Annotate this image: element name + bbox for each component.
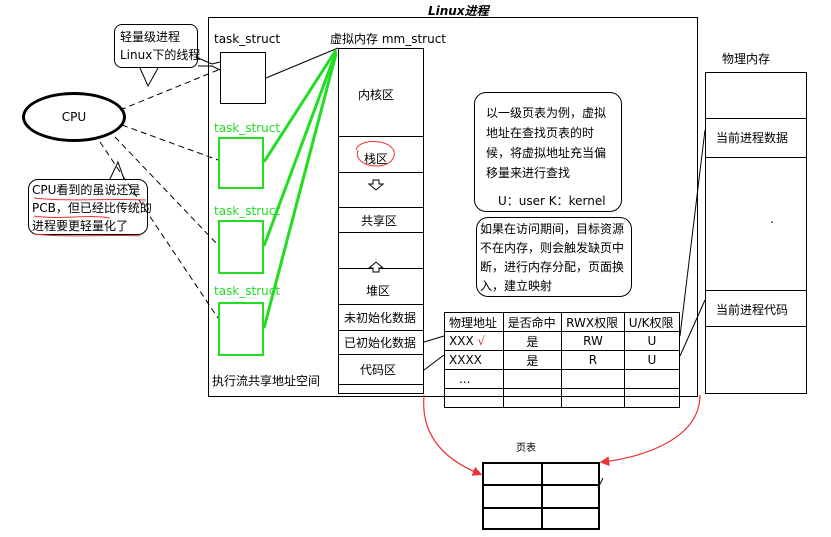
- bubble-pcb-note: [28, 179, 148, 235]
- vm-shared-region: 共享区: [361, 214, 398, 228]
- page-table-grid-vline: [541, 462, 543, 530]
- physical-memory-column: [705, 72, 807, 394]
- vm-data-region: 已初始化数据: [344, 336, 417, 350]
- diagram-title: Linux进程: [428, 4, 489, 18]
- task-struct-label-1: task_struct: [214, 32, 281, 46]
- bubble-top-line2: Linux下的线程: [120, 48, 201, 62]
- bubble-left-line2: PCB，但已经比传统的: [32, 201, 152, 215]
- page-table-grid-hline-2: [482, 507, 600, 509]
- note1-line3: 候，将虚拟地址充当偏: [486, 146, 607, 160]
- page-table-grid-hline-1: [482, 484, 600, 486]
- pm-code-label: 当前进程代码: [716, 303, 789, 317]
- note1-line1: 以一级页表为例，虚拟: [486, 106, 607, 120]
- task-struct-label-3: task_struct: [214, 204, 281, 218]
- bubble-left-line3: 进程要更轻量化了: [32, 219, 129, 233]
- task-struct-box-1: [220, 52, 266, 104]
- note1-line2: 地址在查找页表的时: [486, 126, 595, 140]
- table-cell: RW: [561, 331, 625, 351]
- page-table-title: 页表: [516, 443, 536, 454]
- note2-line2: 不在内存，则会触发缺页中: [480, 241, 625, 255]
- mm-struct-label: 虚拟内存 mm_struct: [330, 32, 446, 46]
- pt-header-physical-address: 物理地址: [444, 312, 504, 332]
- vm-stack-region: 栈区: [364, 152, 389, 166]
- task-struct-box-4: [218, 302, 264, 356]
- shared-address-space-label: 执行流共享地址空间: [212, 374, 321, 388]
- virtual-memory-column: [338, 48, 424, 394]
- bubble-left-line1: CPU看到的虽说还是: [32, 183, 141, 197]
- note2-line1: 如果在访问期间，目标资源: [480, 222, 625, 236]
- physical-memory-label: 物理内存: [722, 52, 771, 66]
- vm-divider-1: [338, 136, 424, 137]
- vm-divider-3: [338, 207, 424, 208]
- bubble-top-line1: 轻量级进程: [120, 30, 181, 44]
- note2-line3: 断，进行内存分配，页面换: [480, 260, 625, 274]
- pm-divider-2: [705, 157, 807, 158]
- note2-line4: 入，建立映射: [480, 279, 553, 293]
- note1-line4: 移量来进行查找: [486, 166, 571, 180]
- note1-line5: U：user K：kernel: [498, 194, 606, 208]
- task-struct-box-3: [218, 220, 264, 274]
- page-table: 物理地址 是否命中 RWX权限 U/K权限 XXX √ 是 RW U XXXX …: [444, 312, 681, 408]
- page-table-header-row: 物理地址 是否命中 RWX权限 U/K权限: [444, 312, 681, 332]
- page-table-note: [474, 92, 622, 212]
- pm-data-label: 当前进程数据: [716, 131, 789, 145]
- table-row: XXX √ 是 RW U: [444, 331, 681, 351]
- check-mark-icon: √: [477, 334, 486, 348]
- page-fault-note: [476, 217, 632, 297]
- task-struct-label-2: task_struct: [214, 121, 281, 135]
- vm-divider-9: [338, 384, 424, 385]
- vm-code-region: 代码区: [360, 363, 397, 377]
- vm-divider-7: [338, 330, 424, 331]
- task-struct-label-4: task_struct: [214, 284, 281, 298]
- cpu-node: CPU: [22, 92, 126, 142]
- pm-divider-3: [705, 290, 807, 291]
- vm-divider-4: [338, 232, 424, 233]
- pm-divider-1: [705, 118, 807, 119]
- table-cell: XXX √: [444, 331, 504, 351]
- vm-heap-region: 堆区: [366, 284, 391, 298]
- vm-divider-6: [338, 304, 424, 305]
- table-row: [444, 388, 681, 408]
- vm-kernel-region: 内核区: [358, 88, 395, 102]
- vm-divider-8: [338, 354, 424, 355]
- pm-divider-4: [705, 326, 807, 327]
- vm-bss-region: 未初始化数据: [344, 311, 417, 325]
- pm-dot: .: [770, 212, 774, 226]
- table-cell: [623, 388, 681, 408]
- cpu-label: CPU: [61, 110, 87, 124]
- vm-divider-2: [338, 172, 424, 173]
- bubble-lightweight-process: [114, 24, 198, 68]
- task-struct-box-2: [218, 137, 264, 189]
- table-cell: 是: [502, 331, 563, 351]
